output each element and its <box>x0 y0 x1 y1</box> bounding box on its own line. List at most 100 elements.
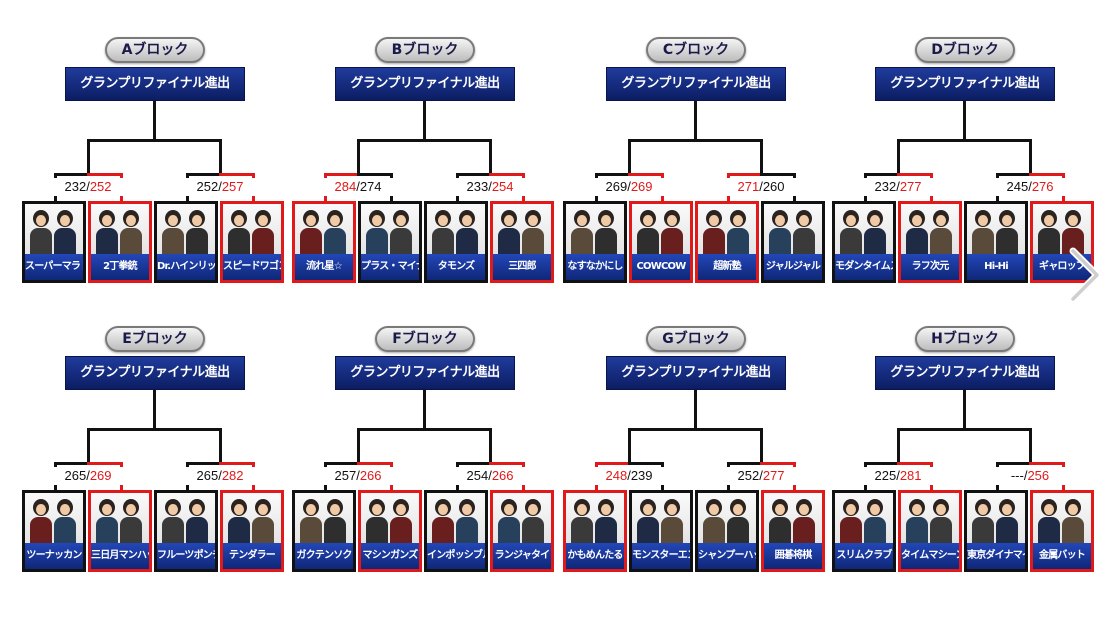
contestant-name: 三四郎 <box>493 254 551 280</box>
person-silhouette <box>120 517 142 543</box>
contestant-card[interactable]: 金属バット <box>1030 490 1094 572</box>
bracket-left-arm <box>864 173 900 176</box>
contestant-card[interactable]: シャンプーハット <box>695 490 759 572</box>
block-label: Aブロック <box>105 37 205 63</box>
contestant-card[interactable]: ジャルジャル <box>761 201 825 283</box>
contestant-card[interactable]: フルーツポンチ <box>154 490 218 572</box>
contestant-name: ジャルジャル <box>764 254 822 280</box>
contestant-card[interactable]: 三四郎 <box>490 201 554 283</box>
person-silhouette <box>120 228 142 254</box>
contestant-photo <box>91 493 149 543</box>
right-score: 266 <box>359 468 382 483</box>
contestant-card[interactable]: インポッシブル <box>424 490 488 572</box>
contestant-card[interactable]: かもめんたる <box>563 490 627 572</box>
bracket-right-arm <box>897 462 933 465</box>
score-separator: / <box>356 468 360 483</box>
bracket-right-arm <box>87 462 123 465</box>
bracket-right-arm <box>489 462 525 465</box>
left-score: 248 <box>605 468 628 483</box>
person-head <box>327 210 343 227</box>
contestant-name: 金属バット <box>1033 543 1091 569</box>
contestant-card[interactable]: 東京ダイナマイト <box>964 490 1028 572</box>
contestant-name: ラフ次元 <box>901 254 959 280</box>
contestant-card[interactable]: COWCOW <box>629 201 693 283</box>
person-silhouette <box>727 517 749 543</box>
bracket-connector-line <box>694 428 763 431</box>
person-silhouette <box>498 228 520 254</box>
bracket-connector-line <box>897 139 966 142</box>
person-silhouette <box>840 517 862 543</box>
contestant-card[interactable]: タイムマシーン3号 <box>898 490 962 572</box>
bracket-left-arm <box>324 462 360 465</box>
contestant-photo <box>835 204 893 254</box>
person-silhouette <box>769 517 791 543</box>
contestant-card[interactable]: スピードワゴン <box>220 201 284 283</box>
left-score: 245 <box>1006 179 1029 194</box>
match-score: 232/277 <box>863 178 933 196</box>
left-score: 284 <box>334 179 357 194</box>
contestant-card[interactable]: Dr.ハインリッヒ <box>154 201 218 283</box>
contestant-card[interactable]: 流れ星☆ <box>292 201 356 283</box>
person-head <box>730 499 746 516</box>
grand-prix-final-box: グランプリファイナル進出 <box>875 356 1055 390</box>
person-silhouette <box>30 228 52 254</box>
contestant-photo <box>25 493 83 543</box>
person-head <box>975 210 991 227</box>
person-head <box>255 499 271 516</box>
person-head <box>123 499 139 516</box>
right-score: 257 <box>221 179 244 194</box>
person-head <box>57 499 73 516</box>
contestant-card[interactable]: ランジャタイ <box>490 490 554 572</box>
bracket-right-arm <box>87 173 123 176</box>
contestant-card[interactable]: ツーナッカン <box>22 490 86 572</box>
person-head <box>435 499 451 516</box>
bracket-match-riser <box>489 428 492 464</box>
person-silhouette <box>162 517 184 543</box>
person-head <box>640 499 656 516</box>
person-silhouette <box>972 228 994 254</box>
contestant-card[interactable]: ガクテンソク <box>292 490 356 572</box>
contestant-card[interactable]: タモンズ <box>424 201 488 283</box>
contestant-name: スリムクラブ <box>835 543 893 569</box>
person-head <box>165 499 181 516</box>
contestant-card[interactable]: モダンタイムス <box>832 201 896 283</box>
contestant-card[interactable]: テンダラー <box>220 490 284 572</box>
contestant-photo <box>901 204 959 254</box>
contestant-card[interactable]: スリムクラブ <box>832 490 896 572</box>
contestant-card[interactable]: ラフ次元 <box>898 201 962 283</box>
person-head <box>123 210 139 227</box>
contestant-card[interactable]: Hi-Hi <box>964 201 1028 283</box>
person-silhouette <box>522 517 544 543</box>
contestant-card[interactable]: 囲碁将棋 <box>761 490 825 572</box>
person-silhouette <box>703 517 725 543</box>
contestant-card[interactable]: プラス・マイナス <box>358 201 422 283</box>
person-head <box>255 210 271 227</box>
person-head <box>933 210 949 227</box>
contestant-photo <box>967 493 1025 543</box>
bracket-connector-line <box>963 428 1032 431</box>
left-score: 254 <box>466 468 489 483</box>
person-silhouette <box>252 228 274 254</box>
contestant-card[interactable]: 三日月マンハッタン <box>88 490 152 572</box>
contestant-card[interactable]: ギャロップ <box>1030 201 1094 283</box>
person-silhouette <box>661 517 683 543</box>
person-silhouette <box>390 228 412 254</box>
right-score: 277 <box>899 179 922 194</box>
contestant-card[interactable]: 2丁拳銃 <box>88 201 152 283</box>
contestant-name: ツーナッカン <box>25 543 83 569</box>
right-score: 269 <box>89 468 112 483</box>
block-label: Eブロック <box>105 326 205 352</box>
bracket-match-riser <box>219 428 222 464</box>
contestant-card[interactable]: なすなかにし <box>563 201 627 283</box>
contestant-photo <box>427 204 485 254</box>
contestant-photo <box>25 204 83 254</box>
contestant-card[interactable]: モンスターエンジン <box>629 490 693 572</box>
contestant-card[interactable]: スーパーマラドーナ <box>22 201 86 283</box>
bracket-connector-line <box>628 139 697 142</box>
bracket-right-arm <box>628 462 664 465</box>
bracket-left-arm <box>186 462 222 465</box>
next-arrow-button[interactable] <box>1060 240 1110 310</box>
person-silhouette <box>96 517 118 543</box>
contestant-card[interactable]: 超新塾 <box>695 201 759 283</box>
contestant-card[interactable]: マシンガンズ <box>358 490 422 572</box>
